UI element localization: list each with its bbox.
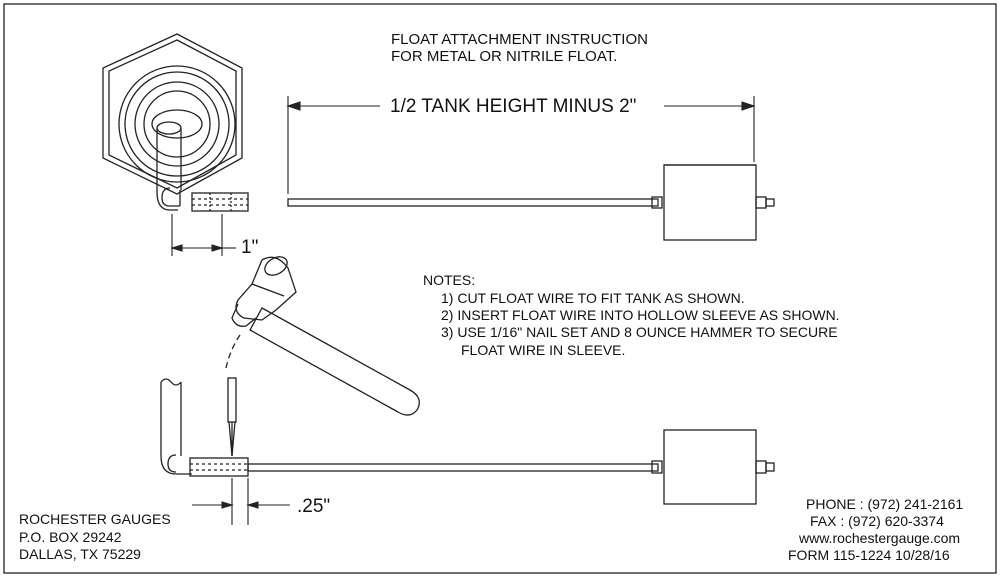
phone: PHONE : (972) 241-2161 xyxy=(806,496,964,512)
form-number: FORM 115-1224 10/28/16 xyxy=(788,547,950,563)
notes-heading: NOTES: xyxy=(423,272,476,288)
tank-height-label: 1/2 TANK HEIGHT MINUS 2" xyxy=(390,96,637,117)
quarter-inch-dimension xyxy=(192,478,290,525)
note-3: 3) USE 1/16" NAIL SET AND 8 OUNCE HAMMER… xyxy=(441,324,838,340)
title-line-2: FOR METAL OR NITRILE FLOAT. xyxy=(391,48,618,65)
sleeve-bottom-icon xyxy=(189,457,249,477)
bottom-float-assembly xyxy=(247,429,775,505)
company-name: ROCHESTER GAUGES xyxy=(19,511,171,527)
fax: FAX : (972) 620-3374 xyxy=(810,513,944,529)
note-1: 1) CUT FLOAT WIRE TO FIT TANK AS SHOWN. xyxy=(441,290,745,306)
tank-height-dimension xyxy=(286,96,756,194)
top-float-assembly xyxy=(287,164,775,241)
title-line-1: FLOAT ATTACHMENT INSTRUCTION xyxy=(391,31,648,48)
gauge-head-icon xyxy=(102,33,243,211)
sleeve-top-icon xyxy=(191,192,249,212)
company-po-box: P.O. BOX 29242 xyxy=(19,529,122,545)
one-inch-label: 1" xyxy=(241,237,259,258)
hammer-icon xyxy=(225,256,420,416)
bottom-arm-icon xyxy=(160,378,192,475)
quarter-inch-label: .25" xyxy=(297,496,331,517)
note-3-continued: FLOAT WIRE IN SLEEVE. xyxy=(461,342,626,358)
company-city: DALLAS, TX 75229 xyxy=(19,546,141,562)
website: www.rochestergauge.com xyxy=(799,530,961,546)
nail-set-icon xyxy=(227,377,237,457)
drawing-border xyxy=(3,3,997,574)
note-2: 2) INSERT FLOAT WIRE INTO HOLLOW SLEEVE … xyxy=(441,307,840,323)
one-inch-dimension xyxy=(170,214,236,256)
